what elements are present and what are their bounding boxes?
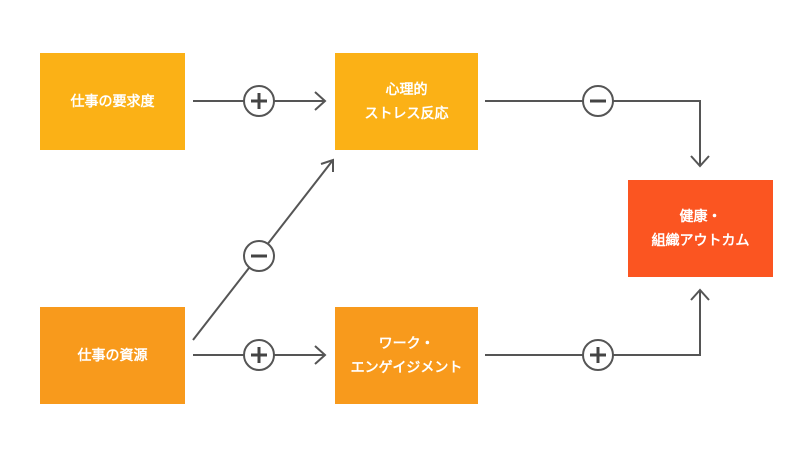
plus-sign-icon bbox=[243, 85, 275, 117]
node-job-demands: 仕事の要求度 bbox=[40, 53, 185, 150]
plus-sign-icon bbox=[243, 339, 275, 371]
node-label: 組織アウトカム bbox=[651, 232, 750, 249]
edge-engagement-outcome bbox=[485, 290, 701, 356]
node-label: ストレス反応 bbox=[364, 105, 449, 122]
minus-sign-icon bbox=[243, 240, 275, 272]
node-label: ワーク・ bbox=[378, 335, 435, 352]
node-stress-response: 心理的 ストレス反応 bbox=[335, 53, 478, 150]
minus-sign-icon bbox=[582, 85, 614, 117]
node-label: 仕事の資源 bbox=[77, 347, 148, 364]
node-work-engagement: ワーク・ エンゲイジメント bbox=[335, 307, 478, 404]
arrowhead-icon bbox=[690, 288, 710, 301]
node-label: 仕事の要求度 bbox=[70, 93, 155, 110]
node-label: 心理的 bbox=[385, 81, 428, 98]
node-job-resources: 仕事の資源 bbox=[40, 307, 185, 404]
arrowhead-icon bbox=[320, 158, 334, 172]
arrowhead-icon bbox=[314, 91, 327, 111]
edge-stress-outcome bbox=[485, 100, 701, 166]
node-label: エンゲイジメント bbox=[350, 359, 463, 376]
arrowhead-icon bbox=[690, 155, 710, 168]
node-health-outcome: 健康・ 組織アウトカム bbox=[628, 180, 773, 277]
node-label: 健康・ bbox=[679, 208, 722, 225]
plus-sign-icon bbox=[582, 339, 614, 371]
arrowhead-icon bbox=[314, 345, 327, 365]
